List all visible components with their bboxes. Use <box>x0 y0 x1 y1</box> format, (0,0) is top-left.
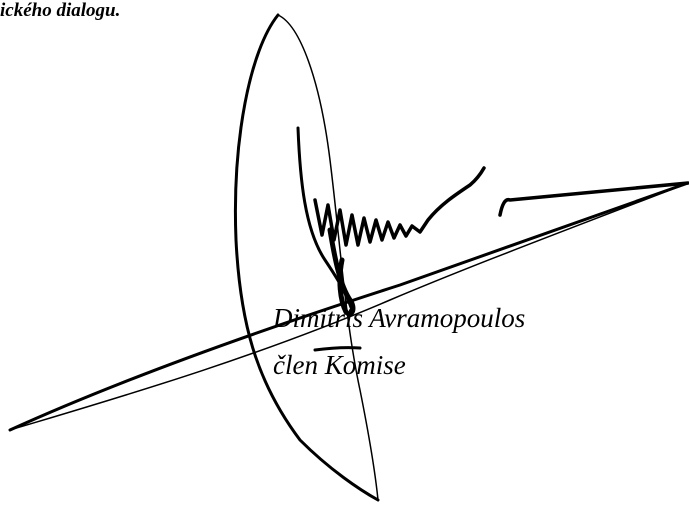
signer-name: Dimitris Avramopoulos <box>273 303 526 333</box>
signer-role: člen Komise <box>273 350 406 380</box>
body-text-fragment: ického dialogu. <box>0 0 121 21</box>
